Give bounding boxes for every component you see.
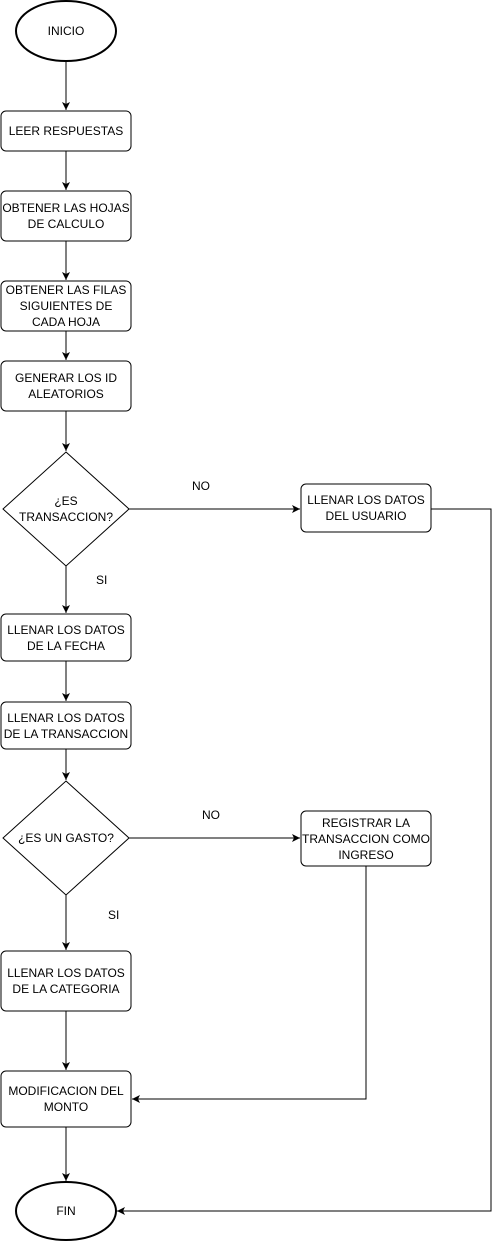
generar-id-label: GENERAR LOS ID ALEATORIOS [14,371,118,401]
registrar-ingreso-label: REGISTRAR LA TRANSACCION COMO INGRESO [301,815,430,862]
edge-ingreso-monto [132,866,367,1103]
obtener-filas-label: OBTENER LAS FILAS SIGUIENTES DE CADA HOJ… [5,283,127,329]
edge-usuario-fin [117,508,492,1215]
modificacion-monto-label: MODIFICACION DEL MONTO [8,1084,124,1114]
es-transaccion-label: ¿ES TRANSACCION? [18,494,113,524]
leer-respuestas-label: LEER RESPUESTAS [8,124,124,138]
obtener-hojas-label: OBTENER LAS HOJAS DE CALCULO [2,201,130,231]
edge-label-transaccion-si: SI [96,573,108,587]
llenar-fecha-label: LLENAR LOS DATOS DE LA FECHA [7,622,125,653]
edge-label-gasto-si: SI [108,908,120,922]
llenar-transaccion-label: LLENAR LOS DATOS DE LA TRANSACCION [3,710,129,741]
process-box-llenar-usuario [300,483,432,533]
end-terminator [15,1181,117,1241]
edge-label-gasto-no: NO [202,808,220,822]
start-label: INICIO [47,24,85,38]
es-gasto-label: ¿ES UN GASTO? [18,831,114,845]
end-label: FIN [56,1204,76,1218]
edge-label-transaccion-no: NO [192,479,210,493]
llenar-usuario-label: LLENAR LOS DATOS DEL USUARIO [307,493,425,523]
llenar-categoria-label: LLENAR LOS DATOS DE LA CATEGORIA [7,966,125,996]
